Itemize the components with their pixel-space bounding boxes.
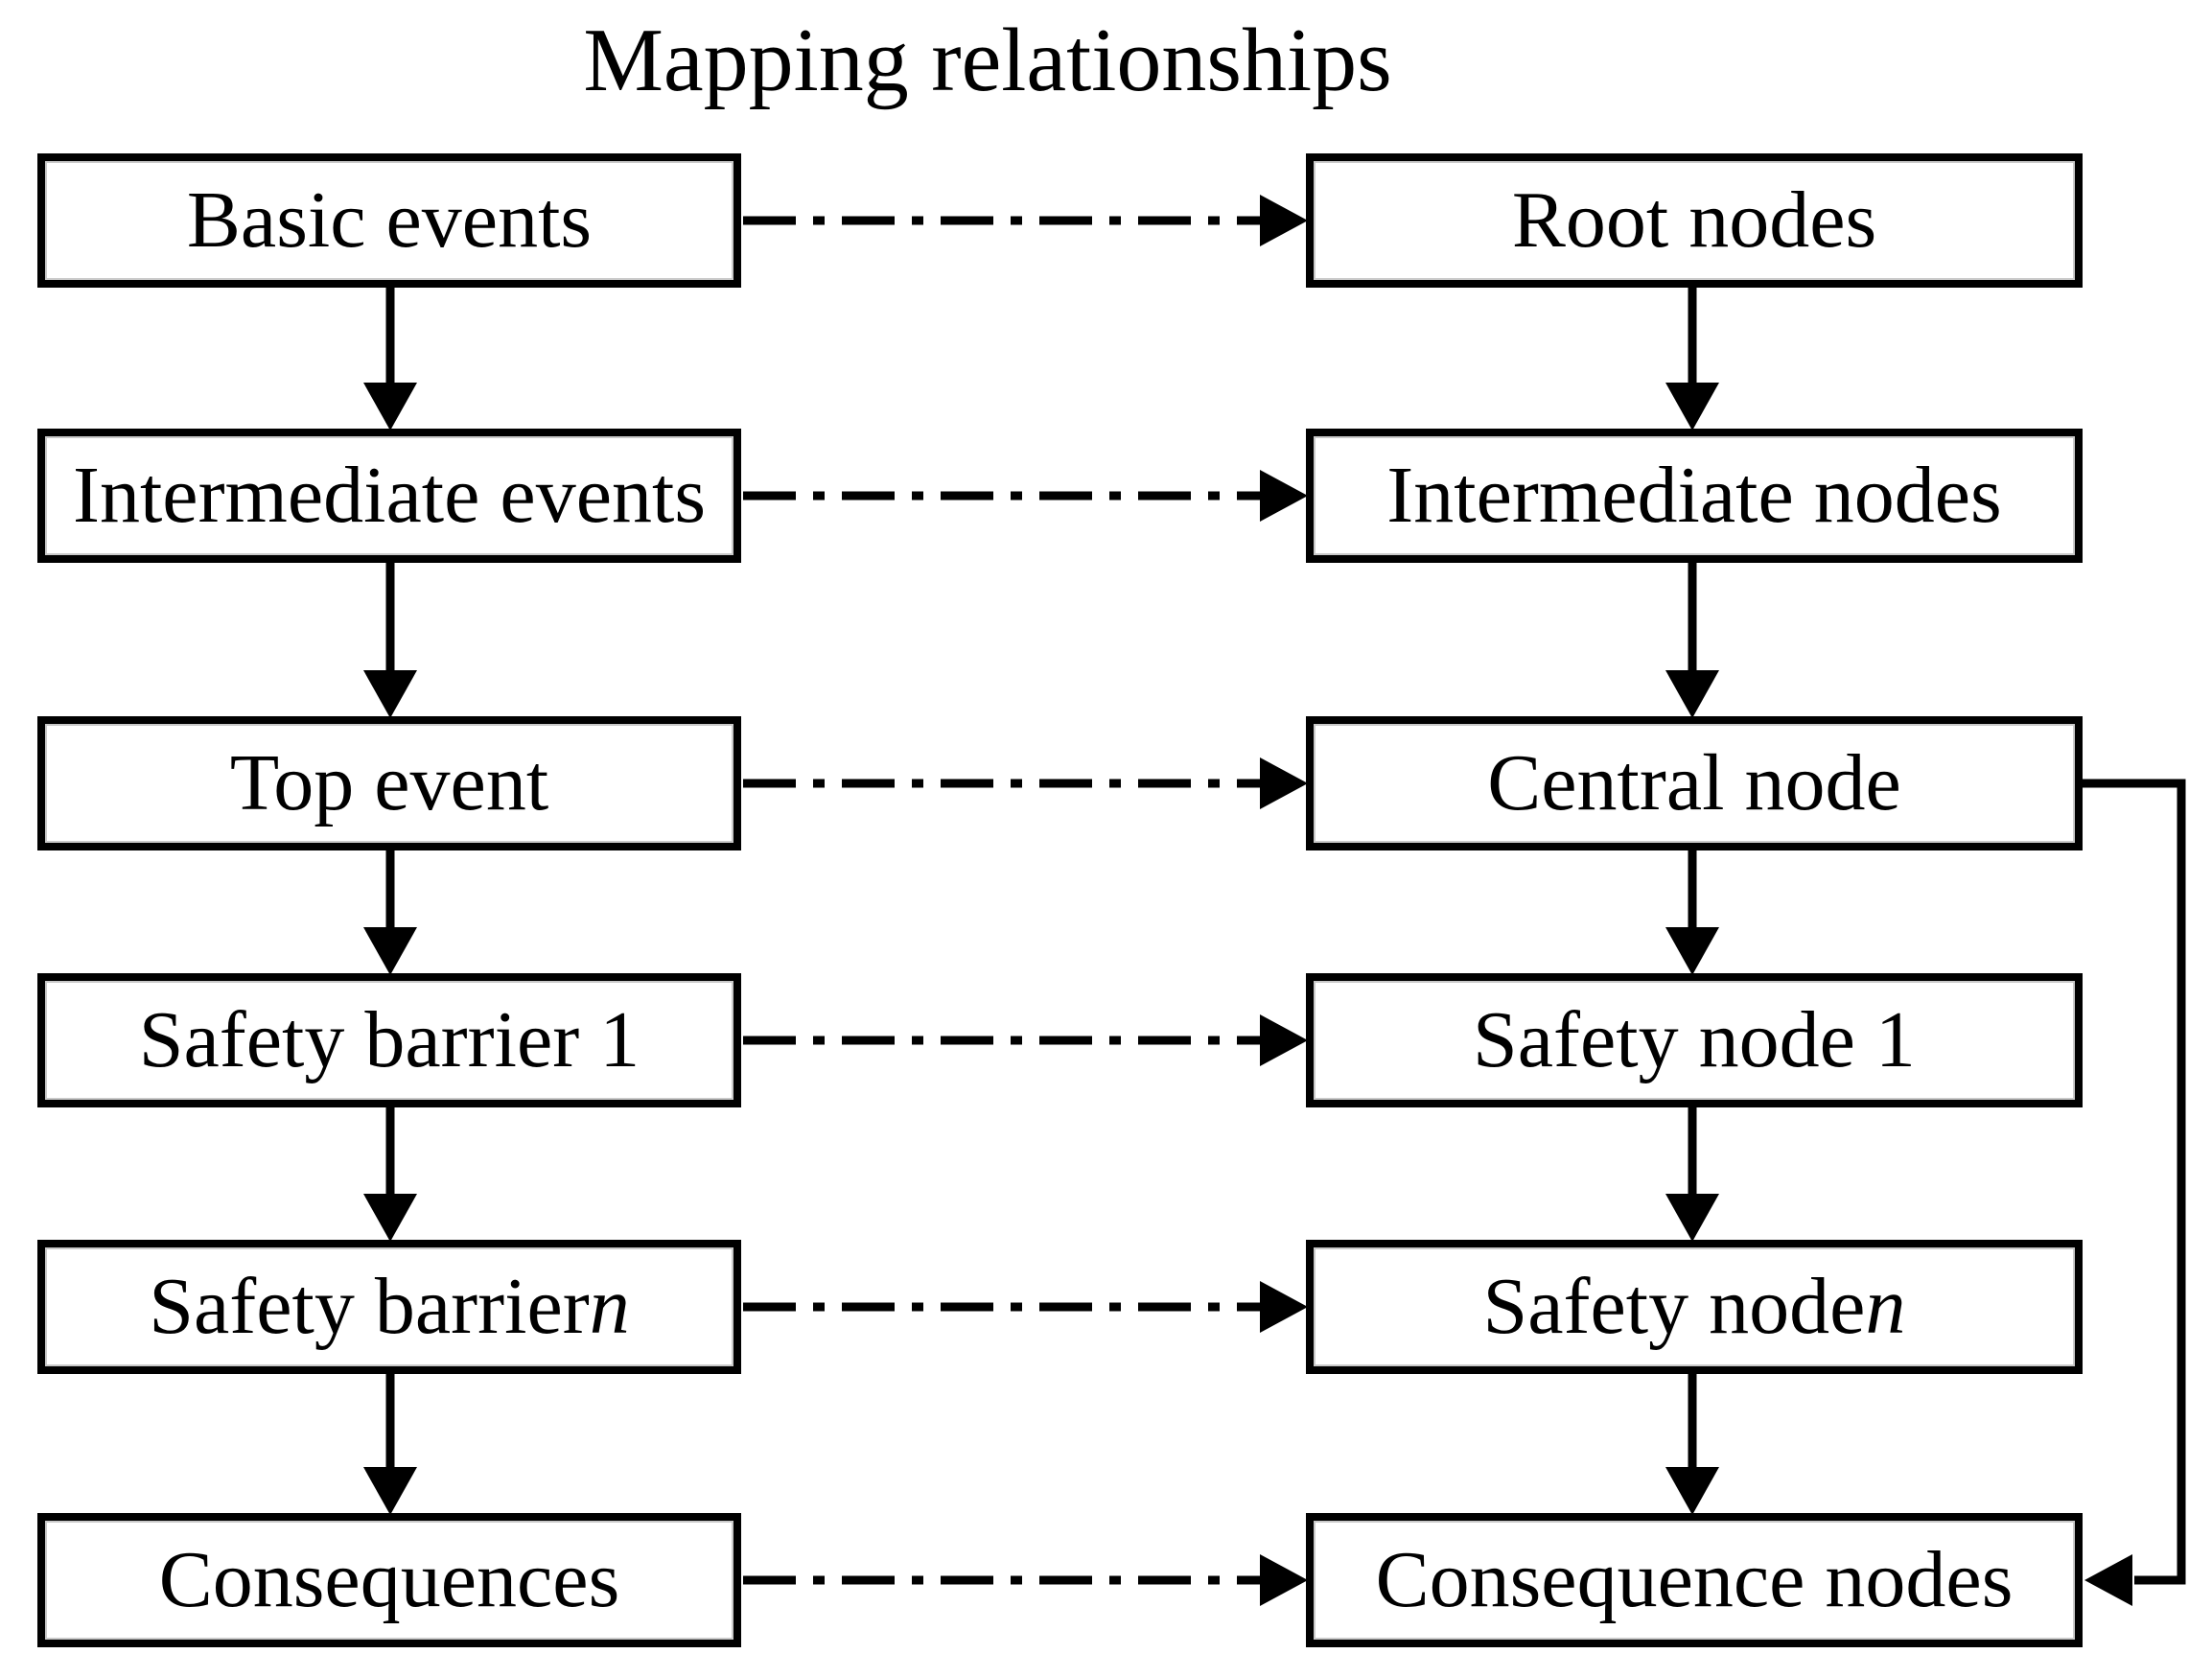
box-intermediate-nodes: Intermediate nodes	[1306, 429, 2083, 563]
box-safety-barrier-1: Safety barrier 1	[37, 973, 741, 1107]
box-safety-node-n: Safety node n	[1306, 1240, 2083, 1374]
box-label: Safety node	[1482, 1262, 1866, 1351]
mapping-arrows	[743, 195, 1308, 1606]
box-central-node: Central node	[1306, 716, 2083, 850]
box-label: Intermediate nodes	[1386, 451, 2002, 540]
diagram-title: Mapping relationships	[583, 11, 1392, 110]
box-label: Safety barrier 1	[138, 995, 640, 1084]
down-arrows-right-column	[1665, 286, 1719, 1515]
box-label: Safety barrier	[149, 1262, 590, 1351]
box-label: Top event	[229, 738, 549, 827]
box-root-nodes: Root nodes	[1306, 153, 2083, 288]
box-label: Basic events	[186, 175, 593, 265]
box-safety-barrier-n: Safety barrier n	[37, 1240, 741, 1374]
box-safety-node-1: Safety node 1	[1306, 973, 2083, 1107]
down-arrows-left-column	[363, 286, 417, 1515]
box-label: Root nodes	[1511, 175, 1877, 265]
box-intermediate-events: Intermediate events	[37, 429, 741, 563]
box-basic-events: Basic events	[37, 153, 741, 288]
box-label: Consequence nodes	[1375, 1535, 2014, 1624]
box-label: Intermediate events	[72, 451, 707, 540]
central-to-consequence-connector	[2081, 779, 2186, 1606]
box-label: Central node	[1487, 738, 1901, 827]
box-label-italic: n	[1865, 1262, 1906, 1351]
box-consequence-nodes: Consequence nodes	[1306, 1513, 2083, 1647]
box-label: Safety node 1	[1473, 995, 1916, 1084]
box-label-italic: n	[589, 1262, 630, 1351]
box-top-event: Top event	[37, 716, 741, 850]
box-consequences: Consequences	[37, 1513, 741, 1647]
box-label: Consequences	[158, 1535, 620, 1624]
